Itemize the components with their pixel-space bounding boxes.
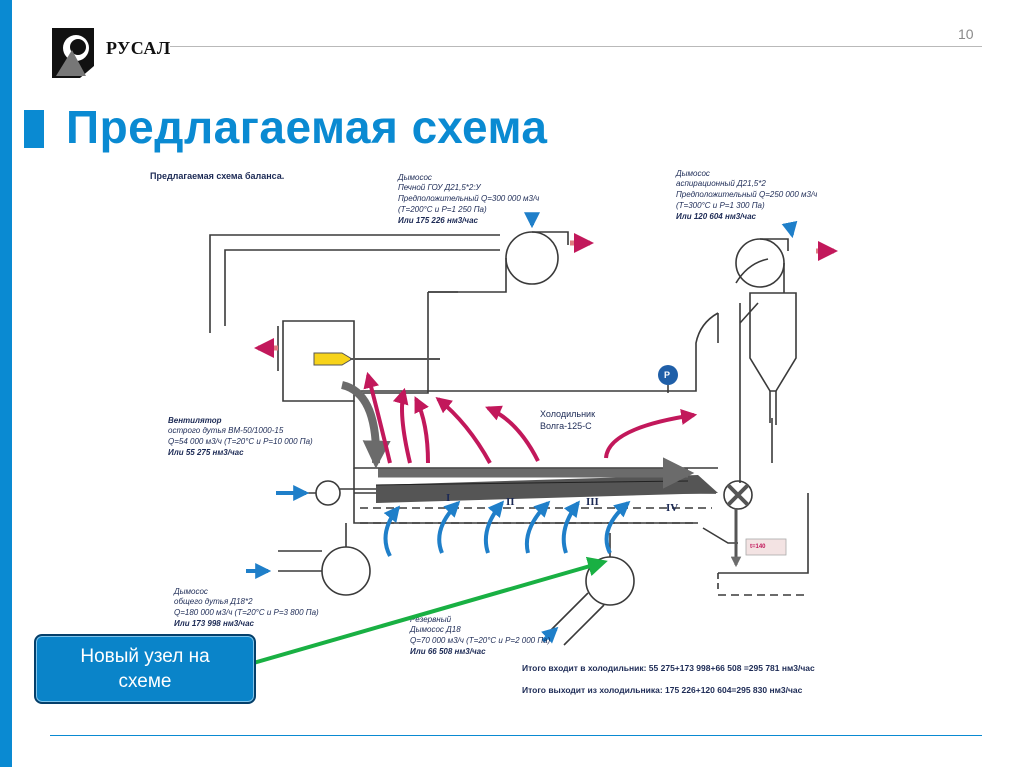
callout-line-2: схеме	[118, 671, 172, 692]
rusal-logo-icon	[50, 26, 102, 78]
exhaust-outlet-arrows	[254, 233, 838, 358]
diagram-heading: Предлагаемая схема баланса.	[150, 171, 285, 181]
left-accent-bar	[0, 0, 12, 767]
balance-diagram: Предлагаемая схема баланса. Дымосос Печн…	[128, 163, 954, 698]
cooler-model: Волга-125-С	[540, 421, 592, 431]
title-marker	[24, 110, 44, 148]
pressure-sensor-icon	[658, 365, 678, 385]
reserve-title: Резервный	[410, 615, 452, 624]
exhauster-aspiration-params: (T=300°C и P=1 300 Па)	[676, 201, 765, 210]
exhauster-gou-flow: Предположительный Q=300 000 м3/ч	[398, 194, 540, 203]
exhauster-gou-model: Печной ГОУ Д21,5*2:У	[398, 183, 481, 192]
exhauster-general-norm: Или 173 998 нм3/час	[174, 619, 254, 628]
reserve-flow: Q=70 000 м3/ч (T=20°C и P=2 000 Па)	[410, 636, 551, 645]
exhauster-gou-norm: Или 175 226 нм3/час	[398, 216, 478, 225]
total-in: Итого входит в холодильник: 55 275+173 9…	[522, 663, 815, 673]
exhauster-aspiration-title: Дымосос	[676, 169, 710, 178]
exhauster-aspiration-norm: Или 120 604 нм3/час	[676, 212, 756, 221]
footer-divider	[50, 735, 982, 736]
fan-norm: Или 55 275 нм3/час	[168, 448, 244, 457]
diagram-lines	[209, 231, 809, 646]
new-node-callout: Новый узел на схеме	[34, 634, 256, 704]
section-label-2: II	[506, 496, 515, 508]
diagram-drawing	[209, 212, 838, 646]
section-label-1: I	[446, 492, 451, 504]
fan-title: Вентилятор	[168, 416, 222, 425]
exhauster-general-title: Дымосос	[174, 587, 208, 596]
exhauster-general-flow: Q=180 000 м3/ч (T=20°C и P=3 800 Па)	[174, 608, 319, 617]
section-label-4: IV	[666, 502, 679, 514]
page-title: Предлагаемая схема	[66, 101, 548, 153]
reserve-norm: Или 66 508 нм3/час	[410, 647, 486, 656]
exhauster-general-model: общего дутья Д18*2	[174, 597, 253, 606]
hot-air-arrows	[363, 371, 698, 464]
clinker-drop-arrow	[340, 381, 391, 469]
fan-model: острого дутья ВМ-50/1000-15	[168, 426, 284, 435]
callout-line-1: Новый узел на	[80, 646, 210, 667]
section-label-3: III	[586, 496, 599, 508]
pressure-sensor-label: P	[664, 370, 671, 380]
reserve-model: Дымосос Д18	[410, 625, 461, 634]
temperature-label: t=140	[750, 544, 766, 550]
header-divider	[170, 46, 982, 47]
total-out: Итого выходит из холодильника: 175 226+1…	[522, 685, 803, 695]
exhauster-aspiration-model: аспирационный Д21,5*2	[676, 179, 766, 188]
exhauster-aspiration-flow: Предположительный Q=250 000 м3/ч	[676, 190, 818, 199]
cooler-grate	[375, 475, 718, 503]
page-number: 10	[958, 26, 974, 42]
exhauster-gou-params: (T=200°C и P=1 250 Па)	[398, 205, 487, 214]
logo-text: РУСАЛ	[106, 38, 171, 58]
fan-flow: Q=54 000 м3/ч (T=20°C и P=10 000 Па)	[168, 437, 313, 446]
exhauster-gou-title: Дымосос	[398, 173, 432, 182]
cooler-label: Холодильник	[540, 409, 596, 419]
